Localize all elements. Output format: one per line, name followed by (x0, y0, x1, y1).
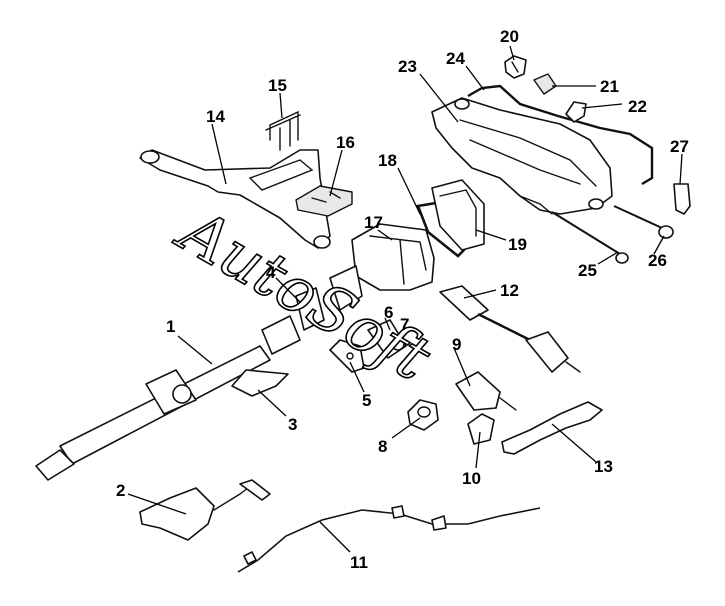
callout-15: 15 (268, 76, 287, 95)
center-bearing (139, 479, 271, 541)
stabilizer-bushing (533, 73, 557, 95)
rear-subframe (431, 97, 613, 215)
bracket-10 (467, 413, 495, 445)
callout-10: 10 (462, 469, 481, 488)
lateral-link (551, 211, 629, 264)
callout-18: 18 (378, 151, 397, 170)
callout-7: 7 (400, 315, 409, 334)
left-drive-shaft (439, 285, 581, 373)
differential-carrier (329, 223, 435, 311)
u-bolt (265, 110, 301, 151)
callout-14: 14 (206, 107, 225, 126)
callout-12: 12 (500, 281, 519, 300)
callout-1: 1 (166, 317, 175, 336)
callout-4: 4 (266, 263, 276, 282)
companion-flange-assembly (367, 319, 517, 411)
callout-26: 26 (648, 251, 667, 270)
callout-17: 17 (364, 213, 383, 232)
flange-joint (295, 287, 325, 331)
lateral-link-end (613, 205, 674, 239)
callout-8: 8 (378, 437, 387, 456)
leader-lines (127, 45, 683, 553)
callout-20: 20 (500, 27, 519, 46)
stabilizer-link (673, 183, 691, 215)
differential-cover (431, 179, 485, 251)
callout-24: 24 (446, 49, 465, 68)
mount-bracket (329, 339, 365, 373)
parking-brake-cable (237, 505, 541, 573)
front-crossmember (139, 149, 331, 249)
callout-2: 2 (116, 481, 125, 500)
callout-3: 3 (288, 415, 297, 434)
heat-shield (231, 369, 289, 397)
trailing-link (501, 401, 603, 455)
stabilizer-clamp (504, 55, 527, 79)
stabilizer-bracket (565, 101, 587, 123)
stabilizer-bar (467, 84, 654, 186)
callout-27: 27 (670, 137, 689, 156)
callout-19: 19 (508, 235, 527, 254)
callout-22: 22 (628, 97, 647, 116)
callout-6: 6 (384, 303, 393, 322)
callout-labels: 1 2 3 4 5 6 7 8 9 10 11 12 13 14 15 16 1… (116, 27, 689, 572)
rubber-bushing (407, 399, 439, 431)
propeller-shaft (35, 315, 301, 481)
callout-16: 16 (336, 133, 355, 152)
callout-11: 11 (350, 553, 368, 572)
callout-21: 21 (600, 77, 619, 96)
callout-25: 25 (578, 261, 597, 280)
insulator (295, 185, 353, 217)
callout-9: 9 (452, 335, 461, 354)
callout-5: 5 (362, 391, 371, 410)
callout-23: 23 (398, 57, 417, 76)
callout-13: 13 (594, 457, 613, 476)
